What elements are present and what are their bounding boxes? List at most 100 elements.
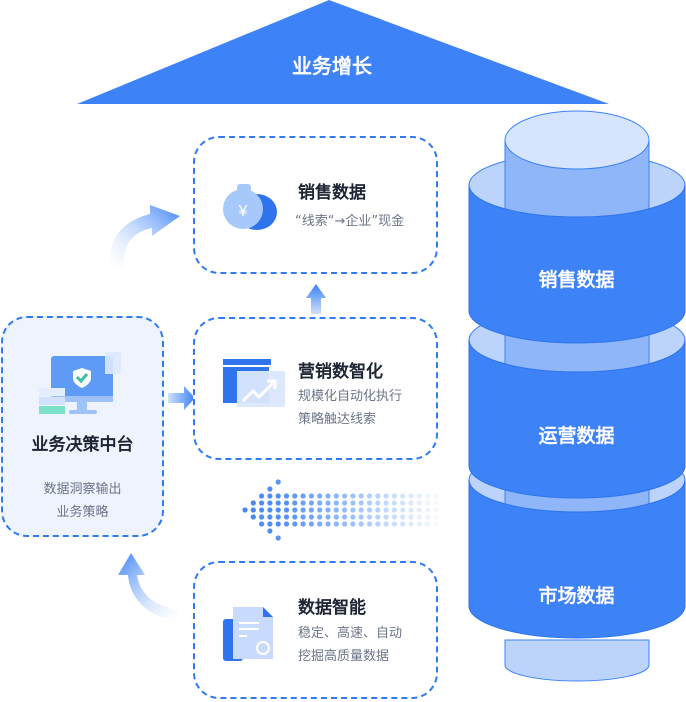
arrow-dot xyxy=(416,493,422,499)
card-intelligence-title: 数据智能 xyxy=(298,598,366,618)
arrow-dot xyxy=(350,514,356,520)
arrow-dot xyxy=(317,493,323,499)
arrow-dot xyxy=(408,493,414,499)
arrow-dot xyxy=(433,500,439,506)
arrow-dot xyxy=(292,493,298,499)
arrow-dot xyxy=(283,493,290,499)
arrow-dot xyxy=(416,514,422,520)
cylinder-label-sales: 销售数据 xyxy=(538,269,615,291)
arrow-dot xyxy=(267,507,273,513)
card-intelligence: 数据智能 稳定、高速、自动 挖掘高质量数据 xyxy=(193,561,438,699)
arrow-dot xyxy=(333,500,339,506)
arrow-dot xyxy=(250,500,256,506)
pyramid-label: 业务增长 xyxy=(292,54,372,78)
arrow-dot xyxy=(375,514,381,520)
arrow-dot xyxy=(259,507,265,513)
card-intelligence-desc-1: 稳定、高速、自动 xyxy=(298,626,403,641)
arrow-dot xyxy=(333,514,339,520)
curved-arrow-to-sales xyxy=(109,205,180,268)
document-icon xyxy=(223,607,273,661)
arrow-dot xyxy=(375,493,381,499)
arrow-dot xyxy=(400,507,406,513)
arrow-dot xyxy=(366,514,373,520)
arrow-dot xyxy=(391,500,397,506)
arrow-dot xyxy=(308,507,314,513)
arrow-dot xyxy=(250,514,256,520)
arrow-dot xyxy=(283,521,290,527)
arrow-dot xyxy=(416,500,422,506)
hub-desc-line-1: 数据洞察输出 xyxy=(43,482,122,497)
growth-pyramid xyxy=(77,0,609,104)
arrow-dot xyxy=(325,521,331,527)
arrow-dot xyxy=(358,493,364,499)
cylinder-label-market: 市场数据 xyxy=(538,585,615,607)
arrow-dot xyxy=(300,521,306,527)
arrow-dot xyxy=(300,500,306,506)
arrow-right-small xyxy=(168,386,195,410)
arrow-dot xyxy=(267,514,273,520)
arrow-dot xyxy=(433,507,439,513)
arrow-dot xyxy=(375,500,381,506)
data-cylinder-stack xyxy=(468,110,686,682)
arrow-dot xyxy=(433,514,439,520)
arrow-dot xyxy=(391,493,397,499)
cylinder-label-operations: 运营数据 xyxy=(538,425,615,447)
arrow-dot xyxy=(283,500,290,506)
arrow-dot xyxy=(342,500,348,506)
arrow-dot xyxy=(425,521,431,527)
arrow-dot xyxy=(366,507,373,513)
arrow-dot xyxy=(383,507,389,513)
arrow-up-small xyxy=(306,284,326,314)
card-marketing-desc-2: 策略触达线索 xyxy=(298,412,377,427)
arrow-dot xyxy=(350,521,356,527)
arrow-dot xyxy=(242,507,248,513)
arrow-dot xyxy=(408,514,414,520)
arrow-dot xyxy=(375,521,381,527)
arrow-dot xyxy=(408,507,414,513)
arrow-dot xyxy=(317,507,323,513)
arrow-dot xyxy=(267,486,273,492)
arrow-dot xyxy=(358,507,364,513)
card-marketing-desc-1: 规模化自动化执行 xyxy=(298,389,403,404)
svg-text:¥: ¥ xyxy=(238,203,248,220)
arrow-dot xyxy=(259,521,265,527)
monitor-shield-icon xyxy=(39,352,121,414)
arrow-dot xyxy=(308,521,314,527)
arrow-dot xyxy=(308,493,314,499)
arrow-dot xyxy=(425,493,431,499)
arrow-dot xyxy=(250,507,256,513)
arrow-dot xyxy=(375,507,381,513)
arrow-dot xyxy=(342,507,348,513)
arrow-dot xyxy=(400,521,406,527)
arrow-dot xyxy=(292,521,298,527)
curved-arrow-to-hub xyxy=(118,553,178,620)
arrow-dot xyxy=(400,500,406,506)
arrow-dot xyxy=(333,507,339,513)
arrow-dot xyxy=(350,500,356,506)
arrow-dot xyxy=(259,500,265,506)
arrow-dot xyxy=(325,514,331,520)
arrow-dot xyxy=(275,507,281,513)
arrow-dot xyxy=(325,507,331,513)
arrow-dot xyxy=(358,514,364,520)
arrow-dot xyxy=(425,507,431,513)
arrow-dot xyxy=(333,493,339,499)
arrow-dot xyxy=(383,493,389,499)
arrow-dot xyxy=(366,493,373,499)
hub-desc-line-2: 业务策略 xyxy=(56,505,109,520)
arrow-dot xyxy=(325,493,331,499)
arrow-dot xyxy=(425,500,431,506)
arrow-dot xyxy=(342,493,348,499)
arrow-dot xyxy=(267,493,273,499)
arrow-dot xyxy=(391,507,397,513)
arrow-dot xyxy=(400,514,406,520)
arrow-dot xyxy=(391,521,397,527)
arrow-dot xyxy=(275,521,281,527)
trend-chart-icon xyxy=(223,359,285,407)
arrow-dot xyxy=(391,514,397,520)
card-marketing-title: 营销数智化 xyxy=(298,362,383,382)
arrow-dot xyxy=(317,521,323,527)
card-marketing: 营销数智化 规模化自动化执行 策略触达线索 xyxy=(193,317,438,460)
arrow-dot xyxy=(383,521,389,527)
